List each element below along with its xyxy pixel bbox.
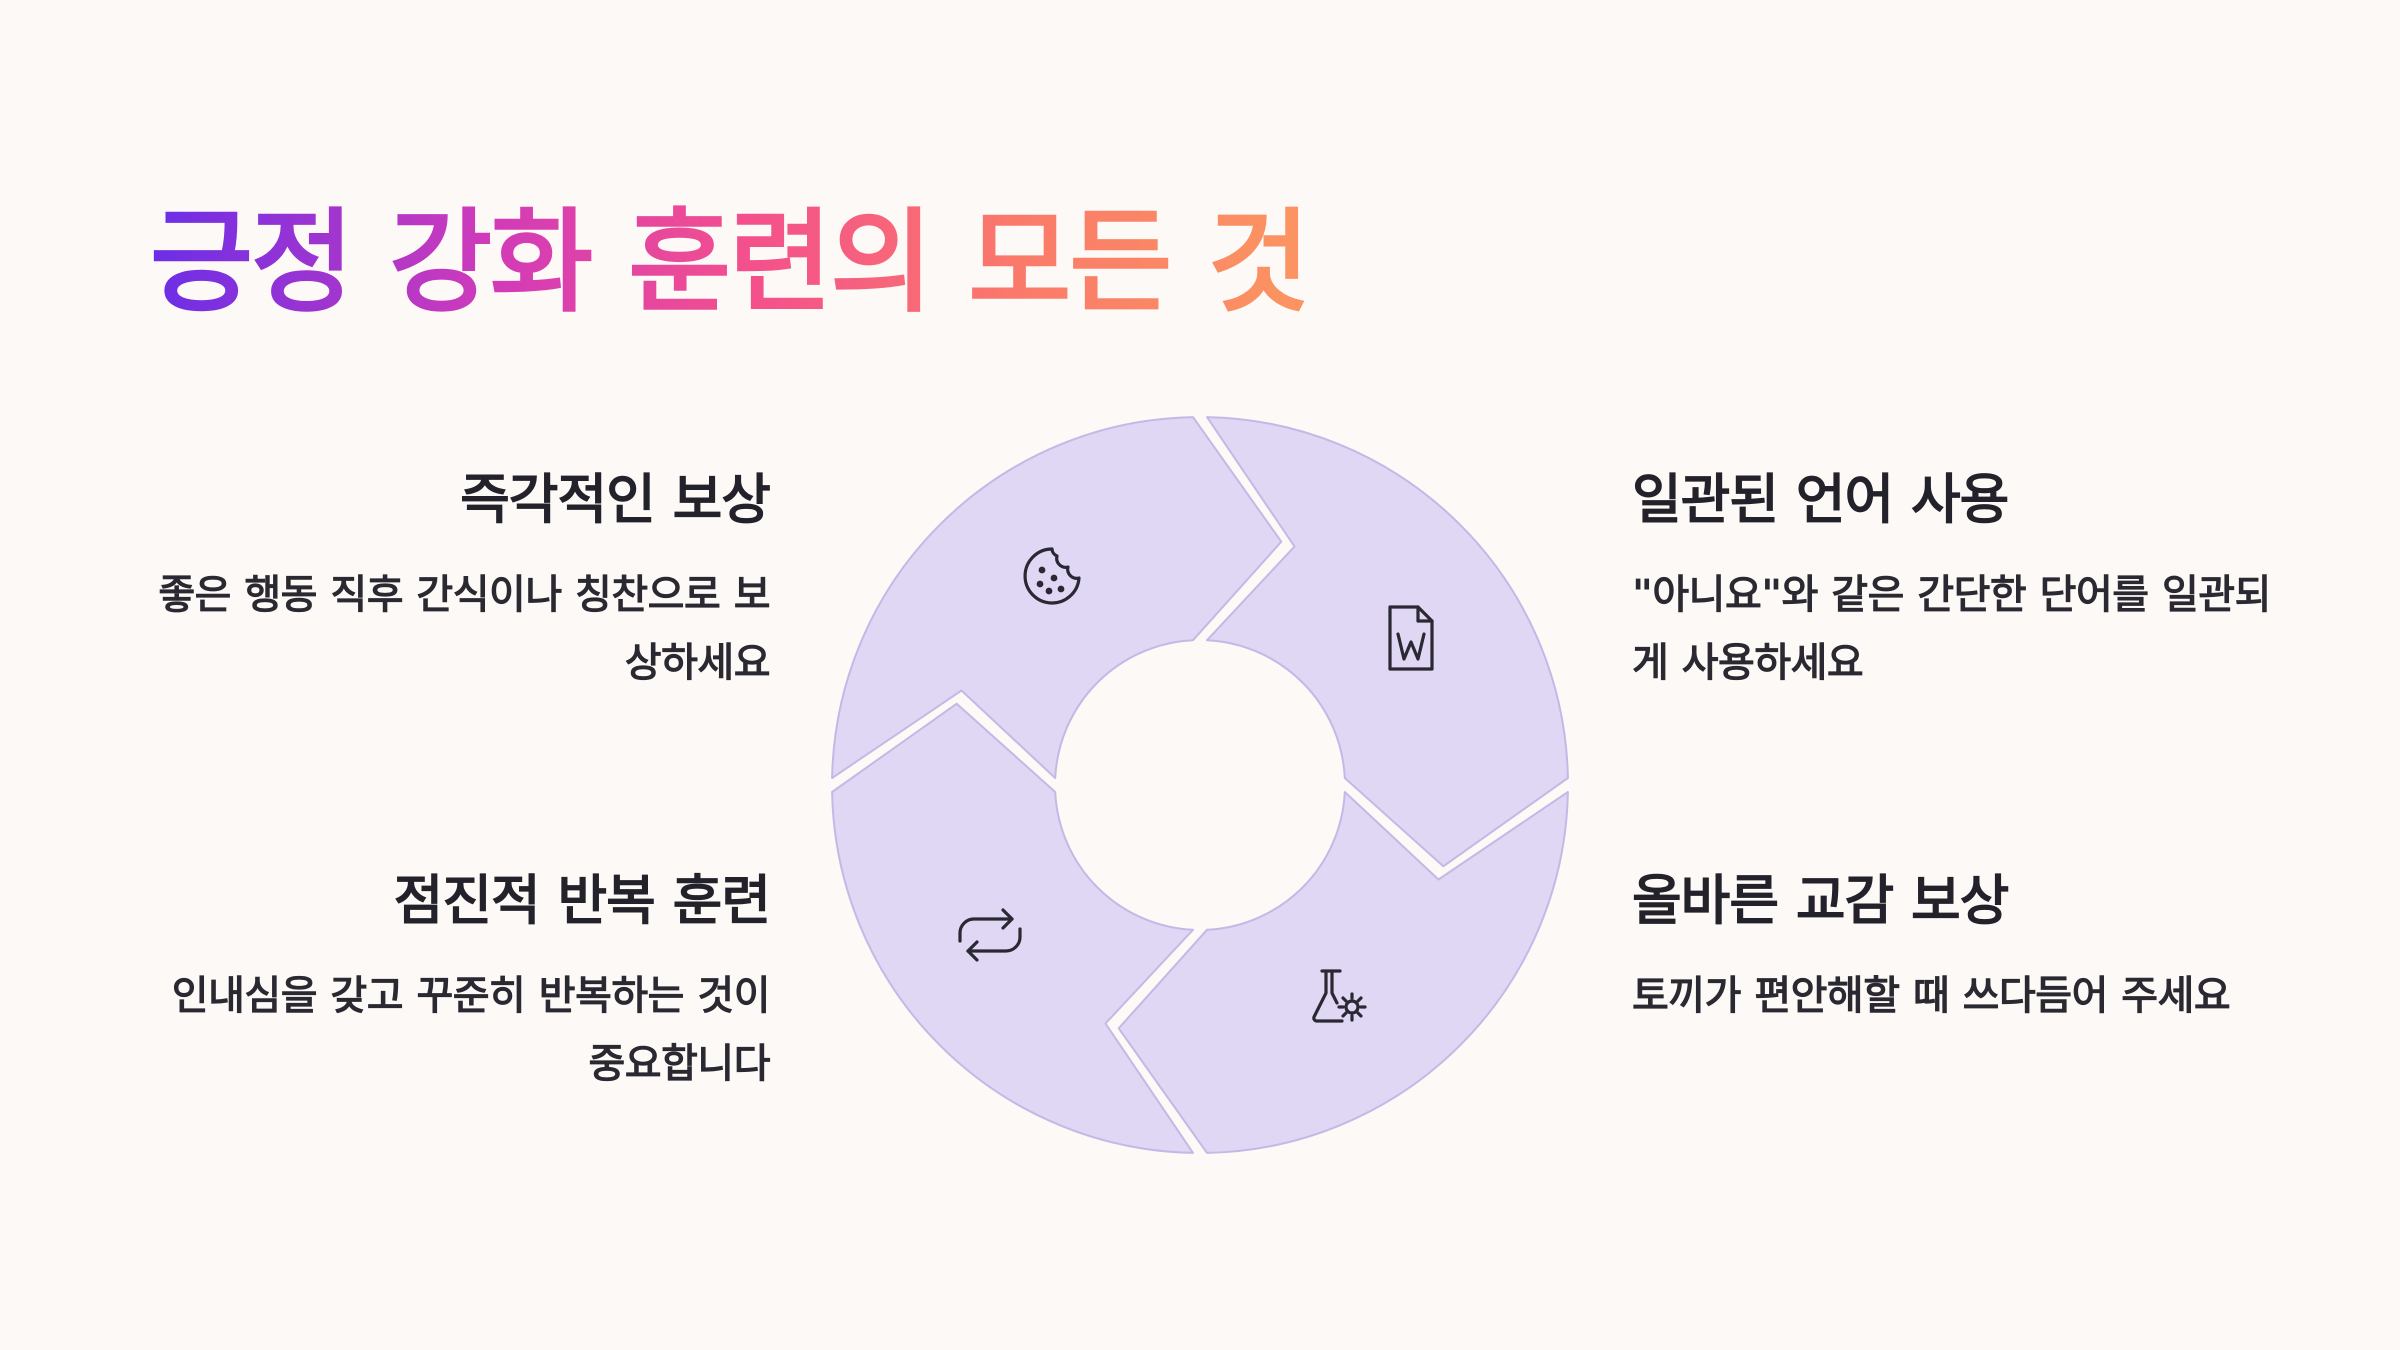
step-gradual-repetition: 점진적 반복 훈련 인내심을 갖고 꾸준히 반복하는 것이 중요합니다 bbox=[130, 866, 771, 1098]
segment-gradual-repetition bbox=[831, 702, 1194, 1154]
repeat-arrows-icon bbox=[958, 908, 1022, 962]
step-heading: 올바른 교감 보상 bbox=[1632, 869, 2009, 932]
step-heading: 일관된 언어 사용 bbox=[1632, 468, 2009, 531]
step-heading: 점진적 반복 훈련 bbox=[393, 869, 771, 932]
step-description: "아니요"와 같은 간단한 단어를 일관되게 사용하세요 bbox=[1632, 572, 2271, 686]
step-description: 좋은 행동 직후 간식이나 칭찬으로 보상하세요 bbox=[158, 572, 770, 686]
flask-gear-icon bbox=[1312, 969, 1367, 1023]
step-immediate-reward: 즉각적인 보상 좋은 행동 직후 간식이나 칭찬으로 보상하세요 bbox=[130, 465, 771, 697]
segment-consistent-language bbox=[1206, 416, 1569, 868]
word-document-icon bbox=[1388, 605, 1434, 671]
step-heading: 즉각적인 보상 bbox=[460, 468, 771, 531]
cycle-segments bbox=[831, 416, 1569, 1154]
cookie-icon bbox=[1023, 547, 1081, 605]
step-consistent-language: 일관된 언어 사용 "아니요"와 같은 간단한 단어를 일관되게 사용하세요 bbox=[1632, 465, 2272, 697]
step-description: 토끼가 편안해할 때 쓰다듬어 주세요 bbox=[1632, 973, 2231, 1019]
segment-immediate-reward bbox=[831, 416, 1283, 779]
step-description: 인내심을 갖고 꾸준히 반복하는 것이 중요합니다 bbox=[171, 973, 771, 1087]
step-bonding-reward: 올바른 교감 보상 토끼가 편안해할 때 쓰다듬어 주세요 bbox=[1632, 866, 2272, 1030]
page-title: 긍정 강화 훈련의 모든 것 bbox=[150, 188, 1310, 338]
segment-bonding-reward bbox=[1117, 791, 1569, 1154]
